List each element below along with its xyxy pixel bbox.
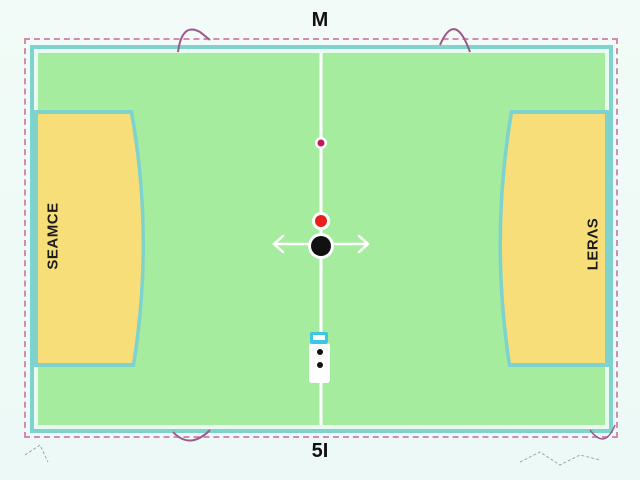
curved-arrow-icon: [177, 28, 211, 53]
bottom-goal-label: 5I: [311, 440, 329, 462]
right-zone-label: LERɅS: [584, 217, 602, 271]
top-goal-label: M: [311, 9, 329, 31]
left-zone-label: SEAMCE: [44, 202, 62, 270]
scribble-decoration: [519, 451, 601, 466]
scribble-decoration: [24, 444, 49, 463]
curved-arrow-icon: [439, 28, 471, 53]
curved-arrow-icon: [589, 424, 616, 440]
player-token[interactable]: [309, 332, 330, 383]
court-boundary-dashed: [24, 38, 618, 438]
curved-arrow-icon: [172, 429, 211, 442]
